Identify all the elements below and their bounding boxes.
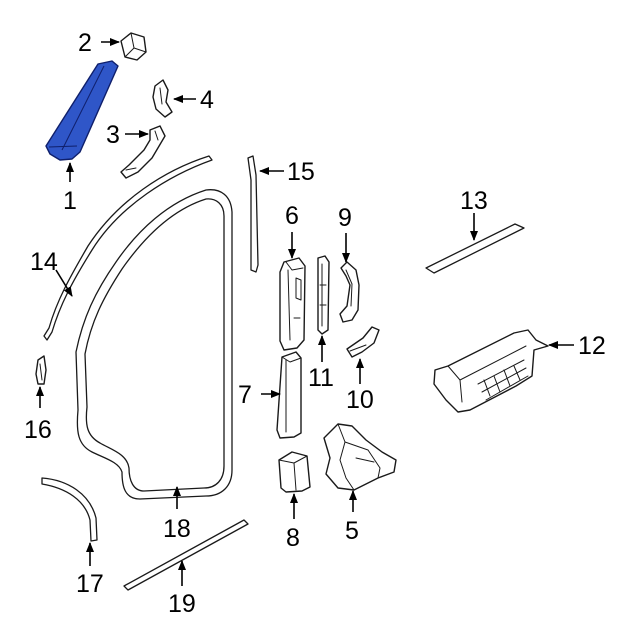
callout-5: 5	[345, 517, 359, 545]
part-11-vertical-trim[interactable]	[317, 255, 330, 335]
part-4-cover[interactable]	[152, 79, 173, 118]
callout-14: 14	[30, 248, 58, 276]
part-13-sill-strip[interactable]	[425, 223, 525, 274]
part-9-grab-handle[interactable]	[339, 261, 360, 323]
part-8-pillar-base-trim[interactable]	[278, 451, 311, 493]
part-1-a-pillar-trim[interactable]	[45, 60, 119, 161]
part-10-bracket[interactable]	[346, 326, 380, 358]
callout-9: 9	[338, 204, 352, 232]
callout-12: 12	[578, 332, 606, 360]
part-6-b-pillar-upper-trim[interactable]	[279, 257, 306, 351]
leader-lines	[36, 38, 574, 586]
callout-17: 17	[76, 570, 104, 598]
callout-11: 11	[308, 364, 334, 392]
callout-10: 10	[346, 386, 374, 414]
part-2-clip[interactable]	[120, 32, 147, 61]
callout-3: 3	[106, 121, 120, 149]
part-14-drip-molding[interactable]	[43, 155, 213, 341]
callout-1: 1	[63, 187, 77, 215]
callout-labels: 2 4 3 1 15 6 9 13 14 12 11 10 7 16 18 8 …	[24, 29, 606, 618]
part-7-b-pillar-lower-trim[interactable]	[276, 351, 302, 439]
callout-19: 19	[168, 590, 196, 618]
callout-15: 15	[287, 158, 315, 186]
callout-18: 18	[163, 515, 191, 543]
callout-2: 2	[78, 29, 92, 57]
leader-14	[55, 269, 73, 297]
callout-6: 6	[285, 202, 299, 230]
part-15-pillar-molding[interactable]	[247, 155, 259, 273]
callout-4: 4	[200, 86, 214, 114]
part-17-curved-seal[interactable]	[41, 477, 98, 542]
callout-16: 16	[24, 416, 52, 444]
part-3-grab-handle[interactable]	[120, 125, 166, 179]
part-5-footwell-cover[interactable]	[323, 423, 397, 491]
part-19-rocker-molding[interactable]	[123, 519, 249, 591]
callout-7: 7	[238, 381, 252, 409]
callout-8: 8	[286, 524, 300, 552]
part-12-step-tray[interactable]	[433, 329, 549, 413]
part-16-clip[interactable]	[35, 355, 47, 385]
callout-13: 13	[460, 187, 488, 215]
part-18-door-seal[interactable]	[75, 189, 233, 500]
